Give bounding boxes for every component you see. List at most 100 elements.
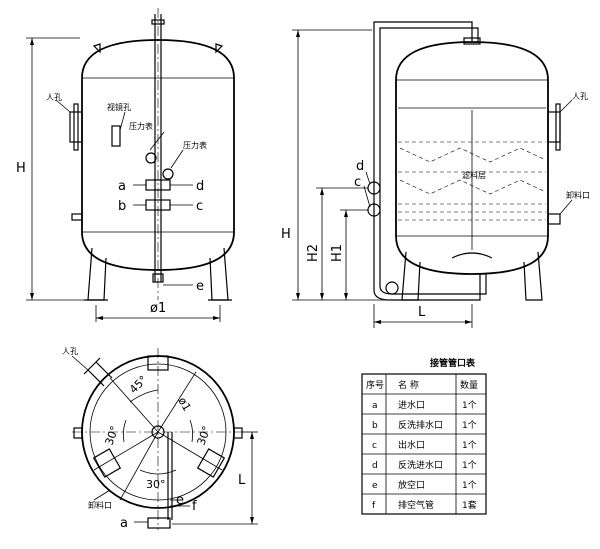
leader-manhole xyxy=(55,99,71,113)
front-port-b: b xyxy=(118,199,126,214)
side-leg-left xyxy=(401,251,421,301)
side-leg-right xyxy=(523,251,543,301)
table-cell-id: a xyxy=(372,401,378,411)
plan-top-box xyxy=(147,355,169,371)
table-cell-qty: 1个 xyxy=(462,440,477,451)
table-cell-name: 反洗排水口 xyxy=(398,419,443,431)
side-manhole xyxy=(547,111,561,143)
nozzle-table-frame xyxy=(361,373,487,515)
front-drain-nozzle xyxy=(152,273,164,283)
plan-side-nozzle-right xyxy=(233,427,243,439)
front-callout-pressure-1: 压力表 xyxy=(129,121,153,131)
arrow xyxy=(30,38,34,45)
arrow xyxy=(296,30,300,37)
front-port-d: d xyxy=(196,179,204,194)
plan-port-a: a xyxy=(120,516,128,531)
table-cell-id: f xyxy=(372,501,376,511)
front-callout-sight-glass: 视镜孔 xyxy=(107,102,131,112)
nozzle-table: 接管管口表 序号 名 称 数量 a 进水口 1个 b 反洗排水口 1个 c 出水… xyxy=(361,357,487,515)
front-manhole-flange xyxy=(73,103,79,151)
leader-pressure-1 xyxy=(149,131,165,151)
table-cell-id: e xyxy=(372,481,378,491)
plan-port-e: e xyxy=(176,493,184,508)
front-vent-flange xyxy=(151,19,165,25)
plan-angle-arc xyxy=(189,419,194,443)
plan-angle-arc xyxy=(129,389,159,403)
side-callout-filter-layer: 滤料层 xyxy=(462,170,486,180)
table-cell-qty: 1个 xyxy=(462,460,477,471)
leader-sight-glass xyxy=(119,111,126,131)
front-port-a: a xyxy=(118,179,126,194)
table-cell-name: 排空气管 xyxy=(398,499,434,511)
side-dim-L-label: L xyxy=(418,305,426,320)
front-lug-left xyxy=(92,43,101,54)
table-cell-name: 进水口 xyxy=(398,399,425,411)
leader-plan-manhole xyxy=(71,355,89,371)
plan-view: 人孔 卸料口 L 30° 30° 30° 45° ø1 a e f xyxy=(62,347,258,531)
side-hatch xyxy=(399,179,547,195)
arrow xyxy=(296,293,300,300)
arrow xyxy=(465,320,472,324)
plan-port-f: f xyxy=(192,499,197,514)
table-cell-id: d xyxy=(372,461,378,471)
side-callout-discharge: 卸料口 xyxy=(566,190,590,200)
front-lug-right xyxy=(215,43,224,54)
plan-callout-outlet: 卸料口 xyxy=(88,500,112,510)
arrow xyxy=(320,188,324,195)
side-manhole-flange xyxy=(555,103,561,151)
table-cell-qty: 1个 xyxy=(462,480,477,491)
side-callout-manhole: 人孔 xyxy=(572,92,588,101)
arrow xyxy=(250,432,254,439)
side-top-flange xyxy=(463,37,481,45)
leader-side-c xyxy=(363,185,371,208)
plan-angle-2: 30° xyxy=(195,424,214,447)
plan-radial xyxy=(119,431,159,501)
table-cell-qty: 1个 xyxy=(462,420,477,431)
plan-dim-phi: ø1 xyxy=(175,395,193,413)
plan-callout-manhole: 人孔 xyxy=(62,347,78,356)
plan-side-box-right xyxy=(196,448,226,478)
side-hatch xyxy=(399,147,547,163)
side-dim-H-label: H xyxy=(281,227,291,242)
plan-angle-arc xyxy=(122,419,127,443)
arrow xyxy=(374,320,381,324)
arrow xyxy=(344,293,348,300)
leader-side-d xyxy=(365,171,371,185)
side-discharge-nozzle xyxy=(547,213,561,225)
table-cell-name: 放空口 xyxy=(398,479,425,491)
side-port-d: d xyxy=(356,159,364,174)
leader-side-manhole xyxy=(559,99,573,113)
leader-plan-outlet xyxy=(93,489,111,501)
plan-radial xyxy=(93,431,159,471)
plan-angle-arc xyxy=(139,469,177,475)
plan-angle-1: 30° xyxy=(103,424,122,447)
front-port-c: c xyxy=(196,199,203,214)
side-port-c: c xyxy=(354,175,361,190)
arrow xyxy=(250,517,254,524)
side-bottom-plate xyxy=(451,252,493,259)
table-header-id: 序号 xyxy=(366,379,384,391)
leader-pressure-2 xyxy=(170,149,184,169)
side-view: H H2 H1 L d c 人孔 滤料层 卸料口 xyxy=(281,21,590,328)
front-side-nozzle xyxy=(71,213,83,221)
arrow xyxy=(30,293,34,300)
side-external-pipe xyxy=(373,21,481,301)
side-dim-H1-label: H1 xyxy=(330,244,345,262)
plan-radial xyxy=(157,371,197,433)
table-cell-id: b xyxy=(372,421,378,431)
front-manhole xyxy=(69,111,83,143)
plan-side-box-left xyxy=(92,448,122,478)
table-cell-name: 反洗进水口 xyxy=(398,459,443,471)
front-dim-H-label: H xyxy=(16,161,26,176)
pressure-gauge-icon xyxy=(162,168,174,180)
side-top-head xyxy=(395,41,549,81)
side-dim-H2-label: H2 xyxy=(306,244,321,262)
plan-dim-L-label: L xyxy=(238,473,246,488)
front-leg-left xyxy=(87,247,107,301)
front-view: H ø1 人孔 视镜孔 压力表 压力表 a d b c e xyxy=(16,8,235,322)
front-callout-pressure-2: 压力表 xyxy=(183,140,207,150)
plan-manhole-pipe xyxy=(83,357,113,387)
arrow xyxy=(96,316,103,320)
arrow xyxy=(320,293,324,300)
arrow xyxy=(344,210,348,217)
